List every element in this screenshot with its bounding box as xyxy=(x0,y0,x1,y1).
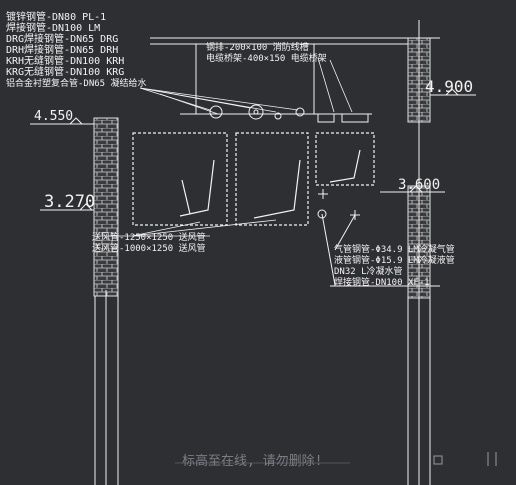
duct-label: 送风管-1000×1250 送风管 xyxy=(92,242,206,254)
pipe-label: 气管钢管-Φ34.9 LM冷凝气管 xyxy=(334,243,455,255)
pipe-markers xyxy=(317,189,440,287)
legend-line: 镀锌钢管-DN80 PL-1 xyxy=(6,10,106,23)
pipe-row xyxy=(180,44,372,123)
duct-leaders xyxy=(108,219,277,237)
duct-labels-bottom: 送风管-1250×1250 送风管 送风管-1000×1250 送风管 xyxy=(92,231,206,254)
pipe-label: 液管钢管-Φ15.9 LM冷凝液管 xyxy=(334,254,455,266)
elevation-left-lower: 3.270 xyxy=(44,192,95,212)
legend-top-left: 镀锌钢管-DN80 PL-1 焊接钢管-DN100 LM DRG焊接钢管-DN6… xyxy=(6,10,147,89)
elevation-markers xyxy=(30,88,476,211)
legend-line: DRG焊接钢管-DN65 DRG xyxy=(6,32,118,45)
legend-line: KRG无缝钢管-DN100 KRG xyxy=(6,65,124,78)
legend-line: DRH焊接钢管-DN65 DRH xyxy=(6,43,118,56)
duct-label: 电缆桥架-400×150 电缆桥架 xyxy=(206,52,327,64)
pipe-labels-right: 气管钢管-Φ34.9 LM冷凝气管 液管钢管-Φ15.9 LM冷凝液管 DN32… xyxy=(334,243,455,288)
leader-lines xyxy=(139,57,353,115)
duct-boxes xyxy=(132,132,375,226)
legend-line: 铝合金衬塑复合管-DN65 凝结给水 xyxy=(6,77,147,89)
elevation-right-lower: 3.600 xyxy=(398,177,440,193)
duct-labels-top: 钢排-200×100 消防线槽 电缆桥架-400×150 电缆桥架 xyxy=(206,41,327,64)
vertical-lines xyxy=(94,20,431,485)
elevation-right-upper: 4.900 xyxy=(425,77,473,96)
duct-label: 钢排-200×100 消防线槽 xyxy=(206,41,309,53)
duct-label: 送风管-1250×1250 送风管 xyxy=(92,231,206,243)
pipe-label: 焊接钢管-DN100 XF-1 xyxy=(334,276,430,288)
left-wall xyxy=(93,117,119,297)
legend-line: 焊接钢管-DN100 LM xyxy=(6,21,100,34)
top-slab xyxy=(150,37,440,45)
corner-mark-icon xyxy=(433,452,497,466)
watermark-text: 标高至在线, 请勿删除! xyxy=(182,453,322,469)
legend-line: KRH无缝钢管-DN100 KRH xyxy=(6,54,124,67)
pipe-label: DN32 L冷凝水管 xyxy=(334,265,403,277)
elevation-left-upper: 4.550 xyxy=(34,109,73,124)
